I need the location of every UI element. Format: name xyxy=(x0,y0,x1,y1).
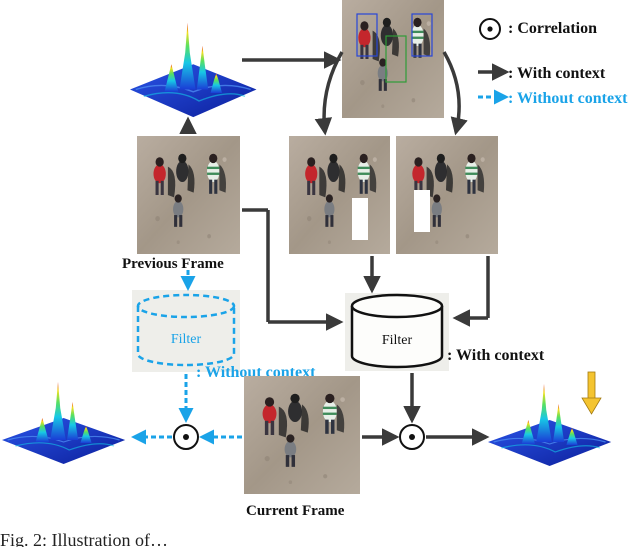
current-frame-image xyxy=(244,376,360,494)
context-patch-right xyxy=(396,136,498,254)
down-arrow-icon xyxy=(581,371,602,415)
with-context-label: : With context xyxy=(447,347,545,364)
filter-with-context: Filter xyxy=(345,293,449,371)
legend-with-context-label: : With context xyxy=(508,65,606,82)
figure-caption: Fig. 2: Illustration of… xyxy=(0,530,168,547)
filter-with-context-label: Filter xyxy=(382,333,413,348)
without-context-flow xyxy=(131,270,242,445)
response-map-previous xyxy=(129,22,258,118)
correlation-operator-without-context xyxy=(173,424,199,450)
correlation-symbol-icon xyxy=(479,18,501,40)
with-context-flow xyxy=(179,51,490,446)
previous-frame-label: Previous Frame xyxy=(122,256,224,272)
legend-correlation-label: : Correlation xyxy=(508,20,597,37)
response-map-without-context xyxy=(1,381,126,465)
context-patch-left xyxy=(289,136,390,254)
filter-without-context: Filter xyxy=(132,290,240,372)
filter-without-context-label: Filter xyxy=(171,332,202,347)
correlation-operator-with-context xyxy=(399,424,425,450)
current-frame-label: Current Frame xyxy=(246,503,345,519)
legend: : Correlation : With context : Without c… xyxy=(478,18,628,107)
legend-without-context-label: : Without context xyxy=(508,90,628,107)
previous-frame-image xyxy=(137,136,240,254)
diagram-canvas: : Correlation : With context : Without c… xyxy=(1,0,628,519)
context-detection-image xyxy=(342,0,444,118)
